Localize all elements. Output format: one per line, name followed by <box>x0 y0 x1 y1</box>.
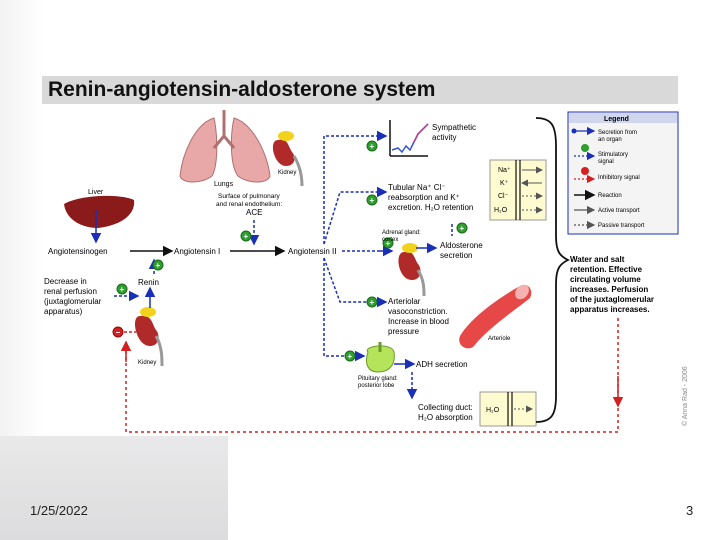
svg-text:+: + <box>156 261 161 270</box>
collecting-label-2: H₂O absorption <box>418 413 473 422</box>
svg-text:+: + <box>386 239 391 248</box>
sympathetic-graph-icon <box>389 120 429 157</box>
liver-icon <box>64 195 135 228</box>
renin-stim-plus-icon <box>152 259 164 271</box>
feedback-loop-arrow <box>125 318 619 433</box>
legend-reaction: Reaction <box>598 193 622 199</box>
raas-diagram: Lungs Kidney Surface of pulmonary and re… <box>44 110 679 433</box>
liver-label: Liver <box>88 189 104 196</box>
branch-plus-icons: + + + + + + <box>344 140 468 362</box>
lungs-label: Lungs <box>214 181 234 188</box>
slide-date: 1/25/2022 <box>30 503 88 518</box>
adh-label: ADH secretion <box>416 360 468 369</box>
pituitary-label-1: Pituitary gland: <box>358 376 398 382</box>
svg-text:of the juxtaglomerular: of the juxtaglomerular <box>570 295 654 304</box>
slide-page-number: 3 <box>686 503 694 518</box>
tubular-label-2: reabsorption and K⁺ <box>388 193 460 202</box>
sympathetic-label-2: activity <box>432 133 456 142</box>
legend-stim-1: Stimulatory <box>598 152 628 158</box>
kidney-left-icon <box>135 307 164 367</box>
surface-label-1: Surface of pulmonary <box>218 193 281 200</box>
svg-text:+: + <box>370 298 375 307</box>
ion-h2o: H₂O <box>494 207 508 214</box>
ion-na: Na⁺ <box>498 167 511 174</box>
ion-k: K⁺ <box>500 180 509 187</box>
ion-cl: Cl⁻ <box>498 193 509 200</box>
arteriole-icon <box>459 284 532 349</box>
decrease-plus-icon <box>116 283 128 295</box>
raas-figure: Renin-angiotensin-aldosterone system Lun… <box>42 76 689 436</box>
arteriole-label: Arteriole <box>488 336 511 342</box>
svg-text:increases. Perfusion: increases. Perfusion <box>570 285 648 294</box>
legend-secretion-1: Secretion from <box>598 130 637 136</box>
inhibit-minus-icon <box>112 326 124 338</box>
decrease-label-4: apparatus) <box>44 307 83 316</box>
decrease-label-2: renal perfusion <box>44 287 97 296</box>
svg-text:+: + <box>120 285 125 294</box>
adrenal-kidney-icon <box>398 243 426 297</box>
pituitary-icon <box>365 342 395 373</box>
tubular-label-3: excretion. H₂O retention <box>388 203 473 212</box>
tubular-label-1: Tubular Na⁺ Cl⁻ <box>388 183 446 192</box>
kidney-left-label: Kidney <box>138 360 156 366</box>
angiotensin2-branches <box>323 135 382 357</box>
diagram-title: Renin-angiotensin-aldosterone system <box>48 78 436 101</box>
pituitary-label-2: posterior lobe <box>358 383 395 389</box>
svg-text:+: + <box>370 196 375 205</box>
decrease-label-1: Decrease in <box>44 277 87 286</box>
legend-title: Legend <box>604 116 629 123</box>
legend-active: Active transport <box>598 208 640 214</box>
arteriolar-label-4: pressure <box>388 327 420 336</box>
angiotensinogen-label: Angiotensinogen <box>48 247 108 256</box>
slide-left-gradient <box>0 0 42 436</box>
ace-label: ACE <box>246 208 262 217</box>
sympathetic-label-1: Sympathetic <box>432 123 476 132</box>
svg-text:−: − <box>116 328 121 337</box>
legend-inhib: Inhibitory signal <box>598 175 640 181</box>
svg-text:+: + <box>370 142 375 151</box>
kidney-top-label: Kidney <box>278 170 296 176</box>
arteriolar-label-1: Arteriolar <box>388 297 421 306</box>
svg-text:apparatus increases.: apparatus increases. <box>570 305 650 314</box>
legend-stim-2: signal <box>598 159 614 165</box>
angiotensin2-label: Angiotensin II <box>288 247 336 256</box>
svg-text:+: + <box>460 224 465 233</box>
svg-text:circulating volume: circulating volume <box>570 275 641 284</box>
surface-label-2: and renal endothelium: <box>216 201 282 208</box>
slide-corner-gradient <box>0 436 228 540</box>
aldosterone-label-1: Aldosterone <box>440 241 483 250</box>
legend-passive: Passive transport <box>598 223 645 229</box>
svg-text:Water and salt: Water and salt <box>570 255 625 264</box>
decrease-label-3: (juxtaglomerular <box>44 297 102 306</box>
title-bar: Renin-angiotensin-aldosterone system <box>42 76 678 104</box>
copyright-text: © Anna Rad - 2006 <box>682 366 689 426</box>
arteriolar-label-2: vasoconstriction. <box>388 307 448 316</box>
adrenal-label-1: Adrenal gland: <box>382 230 421 236</box>
adrenal-label-2: cortex <box>382 237 398 243</box>
aldosterone-label-2: secretion <box>440 251 472 260</box>
summary-brace <box>535 117 571 423</box>
legend-secretion-2: an organ <box>598 137 622 143</box>
collecting-label-1: Collecting duct: <box>418 403 473 412</box>
arteriolar-label-3: Increase in blood <box>388 317 449 326</box>
lungs-icon <box>179 110 271 183</box>
ace-stim-plus-icon <box>240 230 252 242</box>
collecting-ion-h2o: H₂O <box>486 407 500 414</box>
summary-text: Water and salt retention. Effective circ… <box>570 255 654 314</box>
kidney-top-icon <box>272 131 304 187</box>
svg-text:+: + <box>348 352 353 361</box>
angiotensin1-label: Angiotensin I <box>174 247 220 256</box>
renin-label: Renin <box>138 278 159 287</box>
svg-text:+: + <box>244 232 249 241</box>
svg-text:retention. Effective: retention. Effective <box>570 265 643 274</box>
